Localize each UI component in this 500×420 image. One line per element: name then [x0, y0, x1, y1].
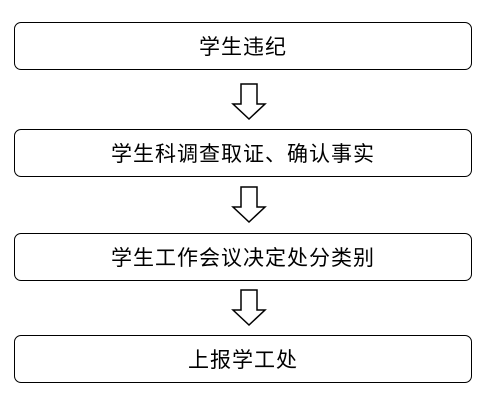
- step-label-student-violation: 学生违纪: [199, 35, 287, 59]
- down-arrow-icon: [231, 186, 267, 224]
- step-box-investigation: 学生科调查取证、确认事实: [14, 129, 472, 177]
- down-arrow-icon: [231, 289, 267, 327]
- step-box-report: 上报学工处: [14, 335, 472, 383]
- down-arrow-icon: [231, 83, 267, 121]
- step-label-report: 上报学工处: [188, 348, 298, 372]
- step-label-meeting-decision: 学生工作会议决定处分类别: [111, 246, 375, 270]
- step-label-investigation: 学生科调查取证、确认事实: [111, 142, 375, 166]
- step-box-meeting-decision: 学生工作会议决定处分类别: [14, 233, 472, 281]
- step-box-student-violation: 学生违纪: [14, 22, 472, 70]
